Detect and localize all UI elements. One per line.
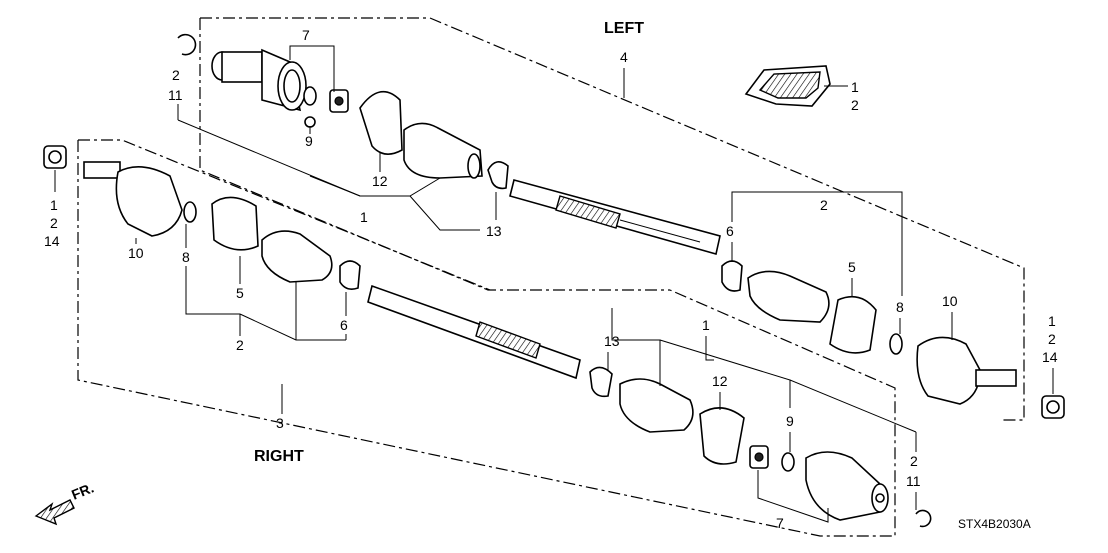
hub-nut-right-icon [1041,395,1065,419]
boot-band-6-right-icon [339,260,361,290]
inboard-joint-housing-right-icon [805,451,889,521]
callout-2-top-left: 2 [172,67,180,83]
hub-nut-left-icon [43,145,67,169]
callout-2-bottom-right: 2 [910,453,918,469]
callout-7-top: 7 [302,27,310,43]
callout-1-bottom: 1 [702,317,710,333]
snap-ring-9-left-icon [303,86,317,128]
boot-band-5-left-icon [829,295,877,354]
left-heading: LEFT [604,20,644,37]
circlip-bottom-right-icon [915,509,932,528]
front-arrow-icon [34,499,75,526]
right-assembly-outline-main [77,140,896,537]
callout-1-right-nut: 1 [1048,313,1056,329]
callout-14-right-nut: 14 [1042,349,1058,365]
callout-2-bottom: 2 [236,337,244,353]
callout-2-top-right: 2 [820,197,828,213]
callout-8-bottom: 8 [182,249,190,265]
boot-band-12-right-icon [699,407,745,465]
boot-band-12-left-icon [359,90,403,155]
callout-9-bottom: 9 [786,413,794,429]
callout-12-bottom: 12 [712,373,728,389]
callout-2-right-nut: 2 [1048,331,1056,347]
callout-6-top: 6 [726,223,734,239]
inboard-joint-housing-left-icon [211,48,307,112]
callout-12-top: 12 [372,173,388,189]
callout-2-left-nut: 2 [50,215,58,231]
right-assembly-outline [78,139,491,291]
circlip-top-left-icon [177,33,197,56]
callout-11-top-left: 11 [168,87,183,103]
boot-inboard-right-icon [619,378,694,433]
right-heading: RIGHT [254,448,304,465]
diagram-code: STX4B2030A [958,517,1031,531]
axle-shaft-right-icon [367,284,581,380]
callout-8-top: 8 [896,299,904,315]
callout-5-bottom: 5 [236,285,244,301]
callout-13-bottom: 13 [604,333,620,349]
boot-band-13-left-icon [487,161,509,190]
callout-1-grease: 1 [851,79,859,95]
callout-3: 3 [276,415,284,431]
callout-7-bottom: 7 [776,515,784,531]
boot-outboard-left-icon [747,270,830,323]
callout-5-top: 5 [848,259,856,275]
boot-band-13-right-icon [589,366,613,398]
grease-pack-icon [744,65,831,107]
callout-13-top: 13 [486,223,502,239]
callout-14-left-nut: 14 [44,233,60,249]
snap-ring-8-left-icon [889,333,903,355]
callout-10-top: 10 [942,293,958,309]
snap-ring-9-right-icon [781,452,795,472]
callout-2-grease: 2 [851,97,859,113]
boot-inboard-left-icon [403,122,483,179]
callout-1-top: 1 [360,209,368,225]
callout-4: 4 [620,49,628,65]
tripod-joint-right-icon [749,445,769,469]
boot-band-6-left-icon [721,260,743,292]
callout-10-bottom: 10 [128,245,144,261]
outboard-joint-left-icon [916,336,1017,405]
snap-ring-8-right-icon [183,201,197,223]
boot-outboard-right-icon [261,230,333,283]
axle-shaft-left-icon [509,179,721,255]
boot-band-5-right-icon [211,196,259,251]
front-label: FR. [69,479,96,502]
callout-11-bottom-right: 11 [906,473,921,489]
left-assembly-outline [200,17,1025,421]
tripod-joint-left-icon [329,89,349,113]
callout-9-top: 9 [305,133,313,149]
callout-6-bottom: 6 [340,317,348,333]
callout-1-left-nut: 1 [50,197,58,213]
outboard-joint-right-icon [83,161,183,237]
